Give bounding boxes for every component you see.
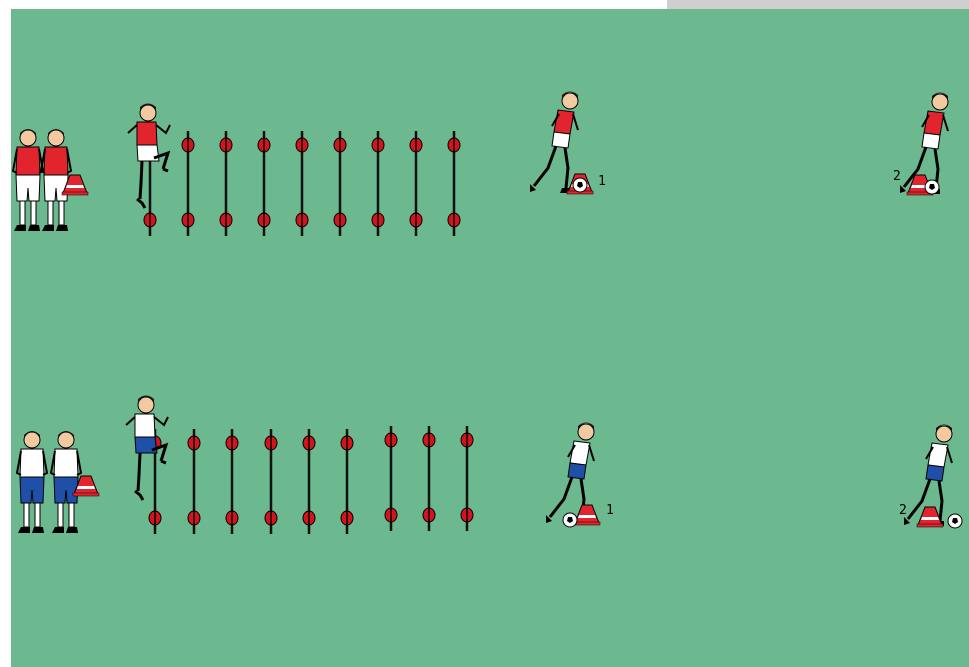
corner-tab xyxy=(667,0,969,9)
station-label-bottom-2: 2 xyxy=(899,503,907,518)
station-1-ball xyxy=(573,178,587,192)
station-2-ball xyxy=(925,180,939,194)
station-1-ball xyxy=(563,513,577,527)
station-label-top-2: 2 xyxy=(893,169,901,184)
station-label-top-1: 1 xyxy=(598,174,606,189)
station-label-bottom-1: 1 xyxy=(606,503,614,518)
station-2-ball xyxy=(948,514,962,528)
